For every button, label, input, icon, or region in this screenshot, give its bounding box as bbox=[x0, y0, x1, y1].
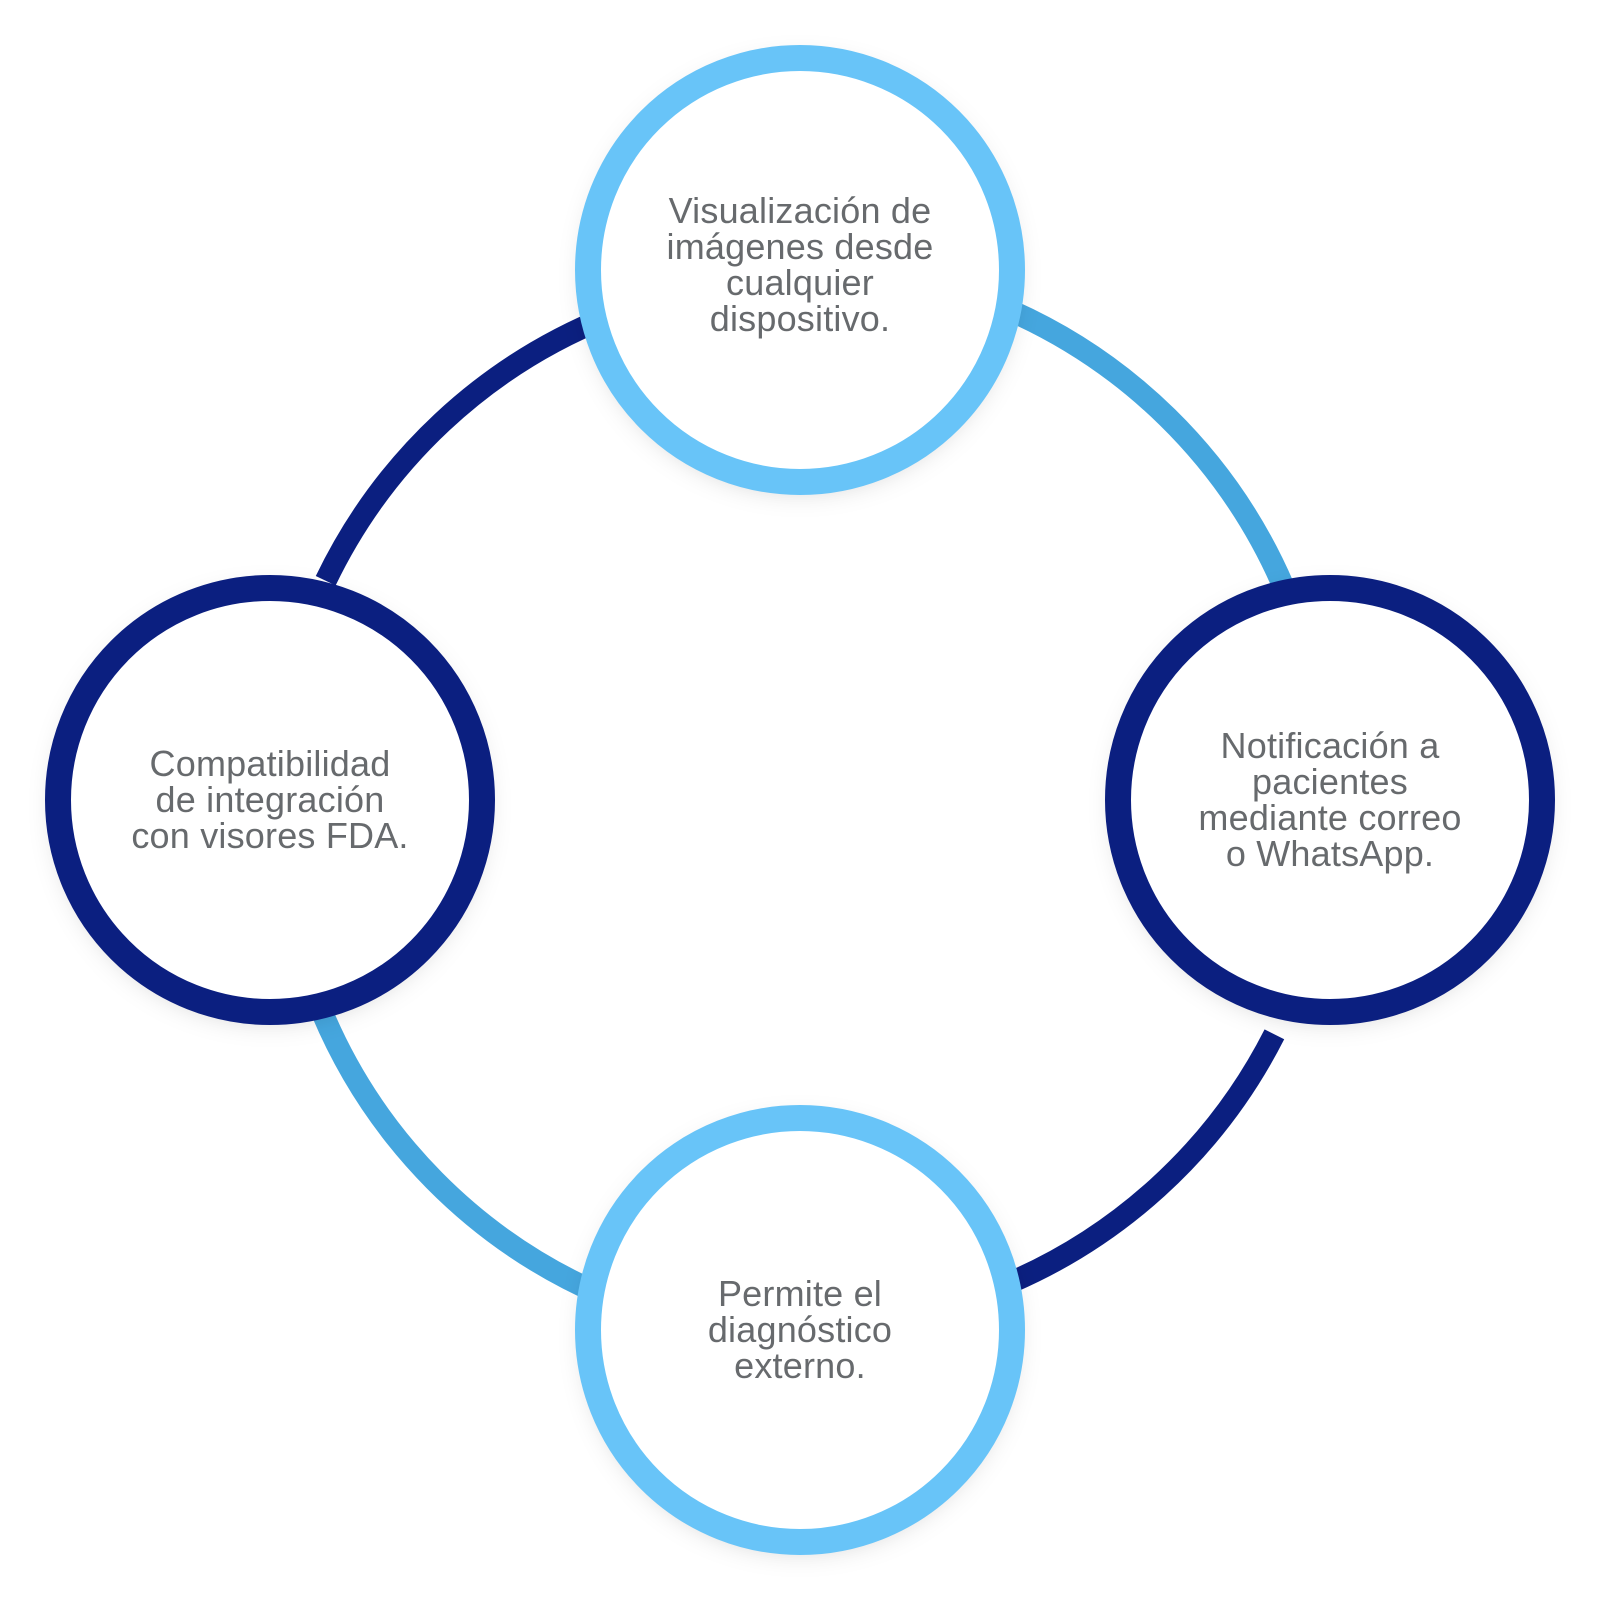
connector-arc-left-top bbox=[315, 306, 612, 586]
node-bottom-label: Permite el diagnóstico externo. bbox=[707, 1273, 893, 1386]
node-right-label: Notificación a pacientes mediante correo… bbox=[1198, 725, 1462, 874]
connector-arc-right-bottom bbox=[989, 1029, 1285, 1300]
node-bottom bbox=[575, 1105, 1025, 1555]
connector-arc-top-right bbox=[991, 294, 1294, 592]
node-top-label: Visualización de imágenes desde cualquie… bbox=[666, 190, 934, 339]
node-right bbox=[1105, 575, 1555, 1025]
node-top-ring bbox=[575, 45, 1025, 495]
node-left-label: Compatibilidad de integración con visore… bbox=[131, 743, 409, 856]
node-top bbox=[575, 45, 1025, 495]
connector-arc-bottom-left bbox=[312, 1008, 606, 1305]
node-left-ring bbox=[45, 575, 495, 1025]
node-left bbox=[45, 575, 495, 1025]
node-bottom-ring bbox=[575, 1105, 1025, 1555]
node-right-ring bbox=[1105, 575, 1555, 1025]
